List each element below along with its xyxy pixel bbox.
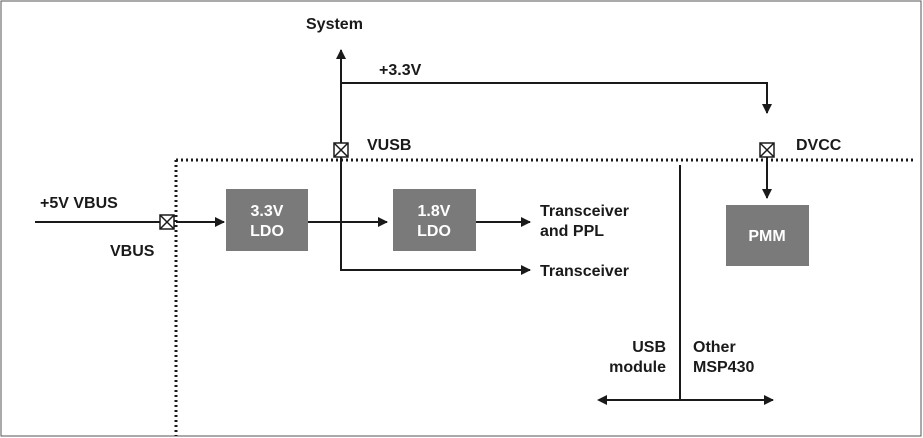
usb-module-label-2: module — [609, 359, 666, 376]
other-msp430-label-1: Other — [693, 339, 736, 356]
transceiver-ppl-label-1: Transceiver — [540, 203, 629, 220]
v5-vbus-label: +5V VBUS — [40, 195, 118, 212]
system-label: System — [306, 16, 363, 33]
ldo-33-label-2: LDO — [250, 223, 284, 240]
ldo-18-label-1: 1.8V — [418, 203, 451, 220]
dvcc-switch — [759, 142, 775, 158]
transceiver-ppl-label-2: and PPL — [540, 223, 604, 240]
other-msp430-label-2: MSP430 — [693, 359, 754, 376]
v33-wire — [341, 82, 772, 114]
module-span-arrow-left — [597, 395, 607, 405]
transceiver-label: Transceiver — [540, 263, 629, 280]
pmm-block: PMM — [726, 205, 809, 266]
v33-label: +3.3V — [379, 62, 422, 79]
dvcc-label: DVCC — [796, 137, 842, 154]
vusb-switch — [333, 142, 349, 158]
usb-module-label-1: USB — [632, 339, 666, 356]
vbus-switch — [159, 214, 175, 230]
ldo-18-label-2: LDO — [417, 223, 451, 240]
transceiver-wire — [340, 157, 531, 275]
ldo-18-block: 1.8V LDO — [393, 189, 476, 251]
vusb-label: VUSB — [367, 137, 411, 154]
pmm-label: PMM — [748, 228, 785, 245]
vbus-label: VBUS — [110, 243, 155, 260]
ldo-33-block: 3.3V LDO — [226, 189, 308, 251]
ldo-33-label-1: 3.3V — [251, 203, 284, 220]
